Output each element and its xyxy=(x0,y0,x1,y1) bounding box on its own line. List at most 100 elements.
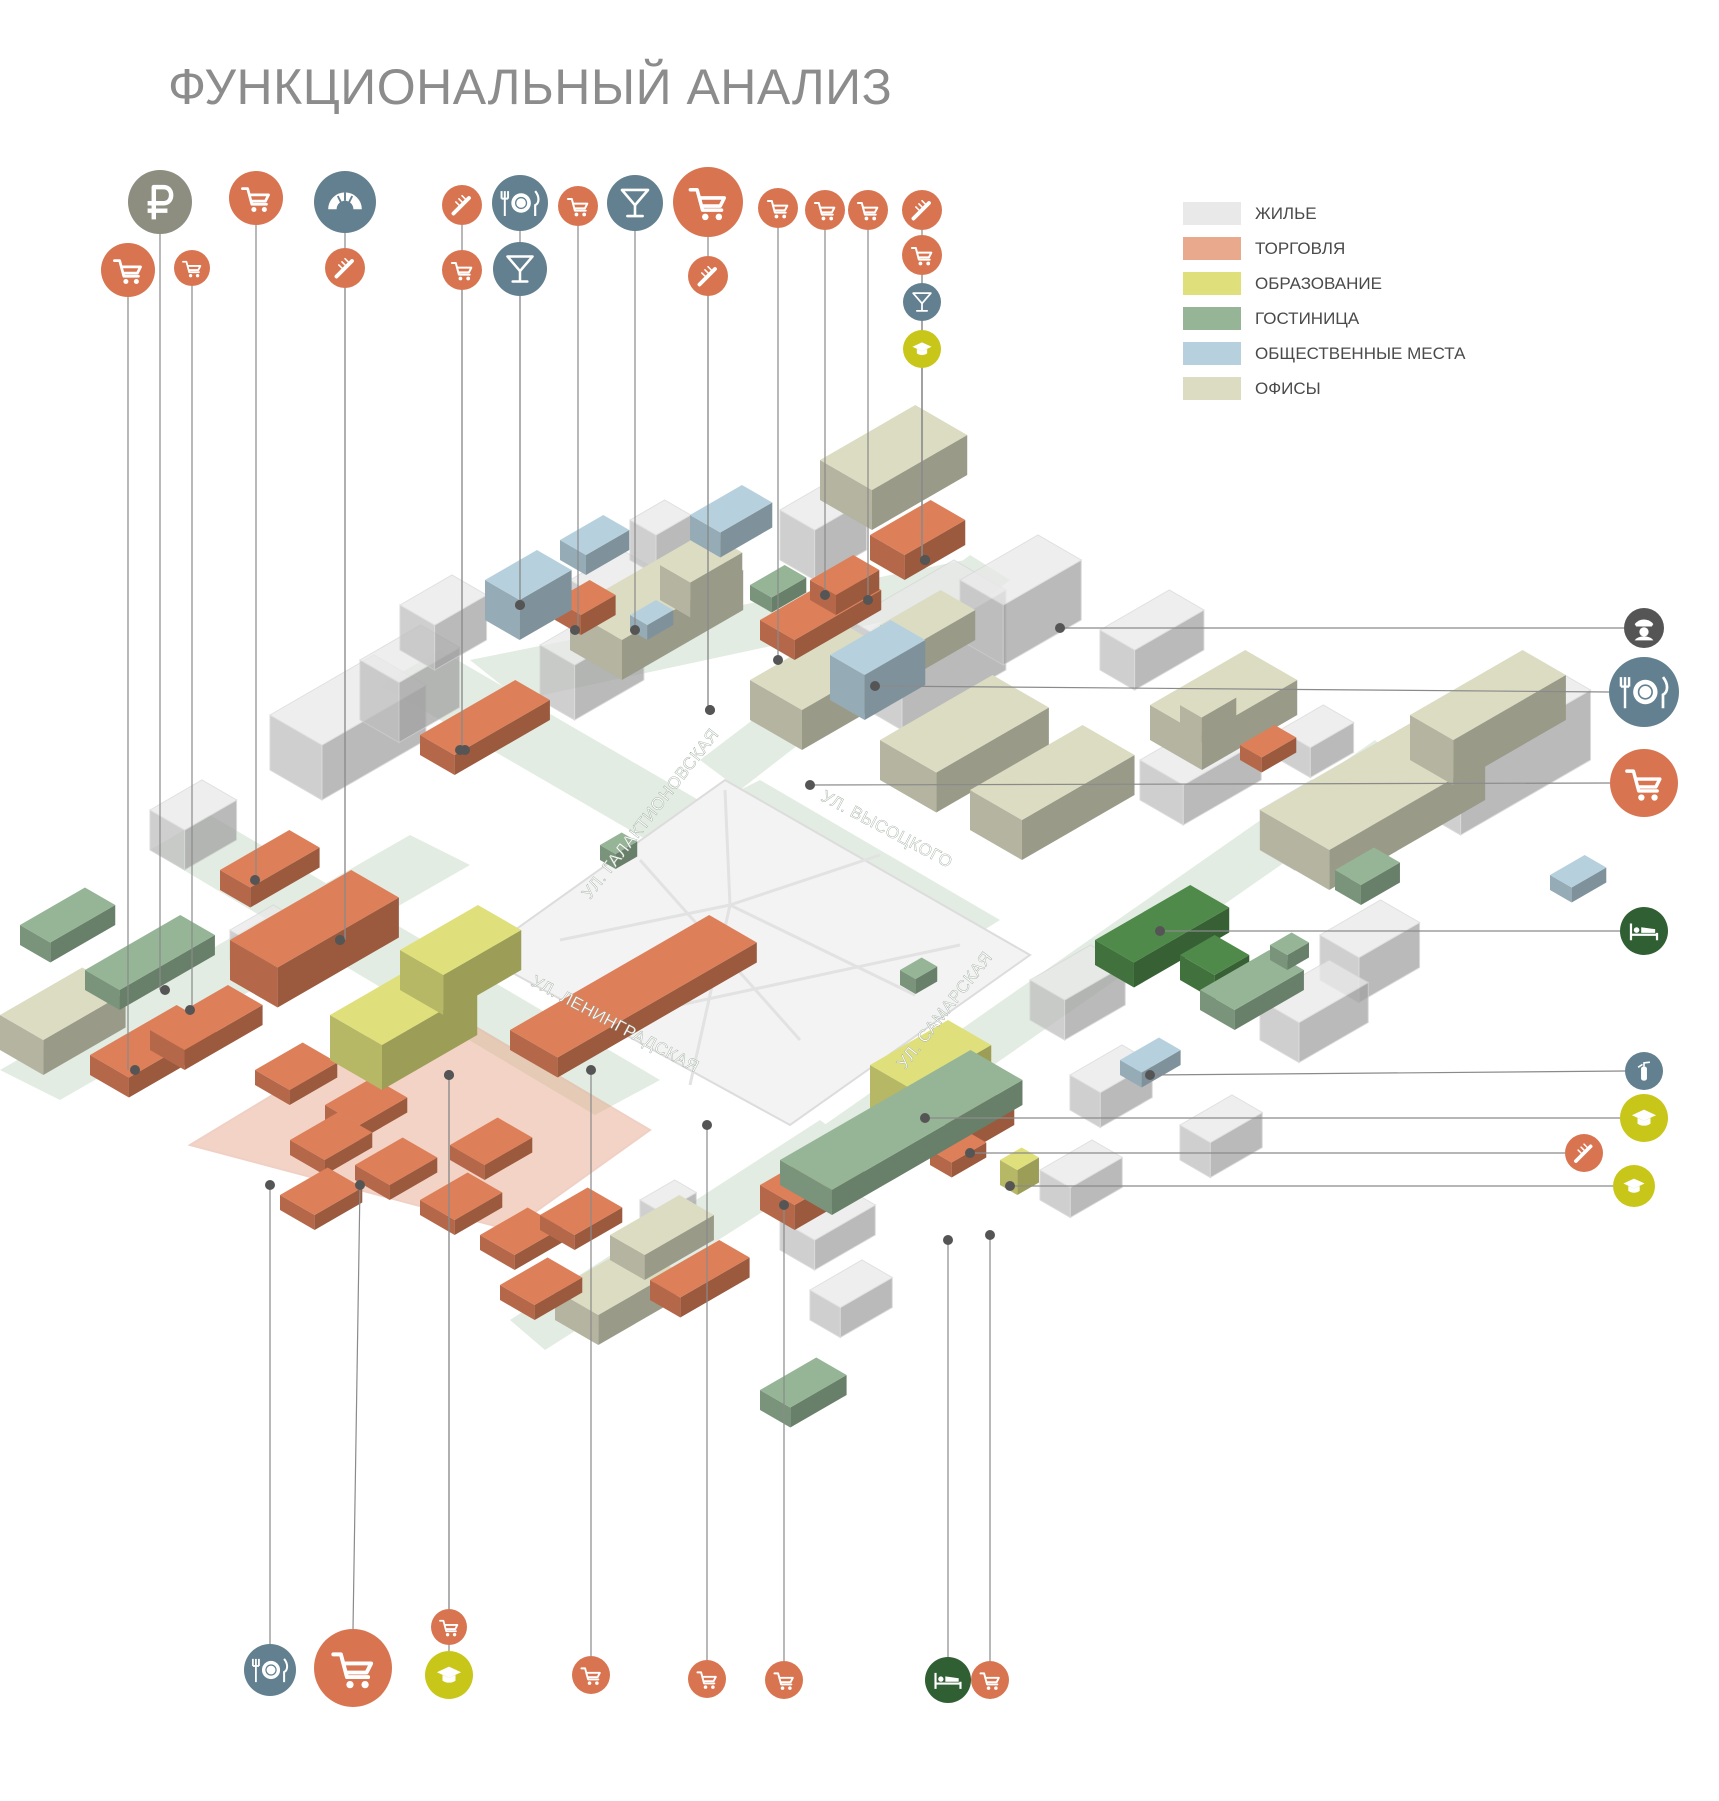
building-trade xyxy=(650,1240,750,1318)
leader-dot xyxy=(820,590,830,600)
building-trade xyxy=(420,1172,503,1235)
cart-icon xyxy=(848,190,888,230)
comb-icon xyxy=(902,190,942,230)
legend-swatch-residential xyxy=(1183,202,1241,225)
building-residential xyxy=(809,1259,894,1339)
legend-swatch-education xyxy=(1183,272,1241,295)
building-residential xyxy=(1179,1094,1264,1179)
building-trade xyxy=(230,870,399,1008)
building-office xyxy=(880,675,1049,813)
leader-dot xyxy=(1155,926,1165,936)
square-path xyxy=(729,903,916,997)
cocktail-icon xyxy=(493,242,547,296)
graduation-cap-icon xyxy=(1620,1094,1668,1142)
cart-icon xyxy=(902,235,942,275)
building-residential xyxy=(1039,1139,1124,1219)
building-trade xyxy=(280,1167,363,1230)
leader-dot xyxy=(185,1005,195,1015)
building-hotel xyxy=(900,957,938,994)
leader-dot xyxy=(586,1065,596,1075)
graduation-cap-icon xyxy=(1613,1165,1655,1207)
building-hotel xyxy=(1200,950,1304,1030)
fire-extinguisher-icon xyxy=(1625,1052,1663,1090)
police-icon xyxy=(1624,608,1664,648)
leader-dot xyxy=(355,1180,365,1190)
legend-swatch-trade xyxy=(1183,237,1241,260)
leader-dot xyxy=(250,875,260,885)
building-residential xyxy=(1259,959,1370,1064)
building-public xyxy=(830,620,926,720)
building-hotel xyxy=(1270,932,1309,970)
building-residential xyxy=(1099,589,1205,691)
leader-dot xyxy=(130,1065,140,1075)
leader-dot xyxy=(943,1235,953,1245)
building-residential xyxy=(959,534,1083,666)
cart-icon xyxy=(229,171,283,225)
legend-swatch-hotel xyxy=(1183,307,1241,330)
leader-line xyxy=(874,685,1610,693)
leader-dot xyxy=(773,655,783,665)
plate-icon xyxy=(1609,657,1679,727)
building-hotel xyxy=(1335,847,1400,905)
building-office xyxy=(1410,650,1566,785)
cart-icon xyxy=(758,188,798,228)
plate-icon xyxy=(244,1644,296,1696)
leader-dot xyxy=(920,1113,930,1123)
bed-icon xyxy=(1620,907,1668,955)
leader-dot xyxy=(515,600,525,610)
legend-item-public: ОБЩЕСТВЕННЫЕ МЕСТА xyxy=(1183,336,1465,371)
building-trade xyxy=(355,1137,438,1200)
legend-item-office: ОФИСЫ xyxy=(1183,371,1465,406)
comb-icon xyxy=(1565,1134,1603,1172)
leader-line xyxy=(1149,1070,1626,1076)
building-trade xyxy=(420,680,550,775)
legend-label-trade: ТОРГОВЛЯ xyxy=(1255,238,1346,258)
legend-label-public: ОБЩЕСТВЕННЫЕ МЕСТА xyxy=(1255,343,1466,363)
leader-dot xyxy=(455,745,465,755)
building-trade xyxy=(870,500,966,580)
cart-icon xyxy=(558,186,598,226)
graduation-cap-icon xyxy=(903,330,941,368)
leader-dot xyxy=(965,1148,975,1158)
comb-icon xyxy=(442,185,482,225)
icons-layer xyxy=(101,167,1679,1707)
cart-icon xyxy=(1610,749,1678,817)
building-trade xyxy=(540,1187,623,1250)
leader-dot xyxy=(444,1070,454,1080)
square-path xyxy=(559,903,731,942)
building-office xyxy=(820,405,968,530)
building-trade xyxy=(500,1257,583,1320)
leader-dot xyxy=(335,935,345,945)
leader-dot xyxy=(779,1200,789,1210)
leader-dot xyxy=(702,1120,712,1130)
leader-dot xyxy=(985,1230,995,1240)
legend-label-office: ОФИСЫ xyxy=(1255,378,1321,398)
building-public xyxy=(485,550,572,640)
building-trade xyxy=(220,830,320,908)
leader-dot xyxy=(570,625,580,635)
cart-icon xyxy=(314,1629,392,1707)
legend-label-education: ОБРАЗОВАНИЕ xyxy=(1255,273,1382,293)
cart-icon xyxy=(688,1660,726,1698)
leader-dot xyxy=(1145,1070,1155,1080)
cart-icon xyxy=(431,1609,467,1645)
building-residential xyxy=(149,779,238,871)
leader-line xyxy=(352,1184,361,1630)
cart-icon xyxy=(101,243,155,297)
leader-dot xyxy=(265,1180,275,1190)
leader-dot xyxy=(1005,1181,1015,1191)
building-hotel xyxy=(600,832,638,869)
cart-icon xyxy=(174,250,210,286)
cart-icon xyxy=(673,167,743,237)
bed-icon xyxy=(925,1657,971,1703)
building-public xyxy=(1550,855,1607,903)
building-office xyxy=(970,725,1135,860)
leader-dot xyxy=(160,985,170,995)
square-path xyxy=(729,853,881,907)
building-trade xyxy=(150,985,263,1070)
cocktail-icon xyxy=(607,175,663,231)
leader-dot xyxy=(870,681,880,691)
legend-swatch-public xyxy=(1183,342,1241,365)
